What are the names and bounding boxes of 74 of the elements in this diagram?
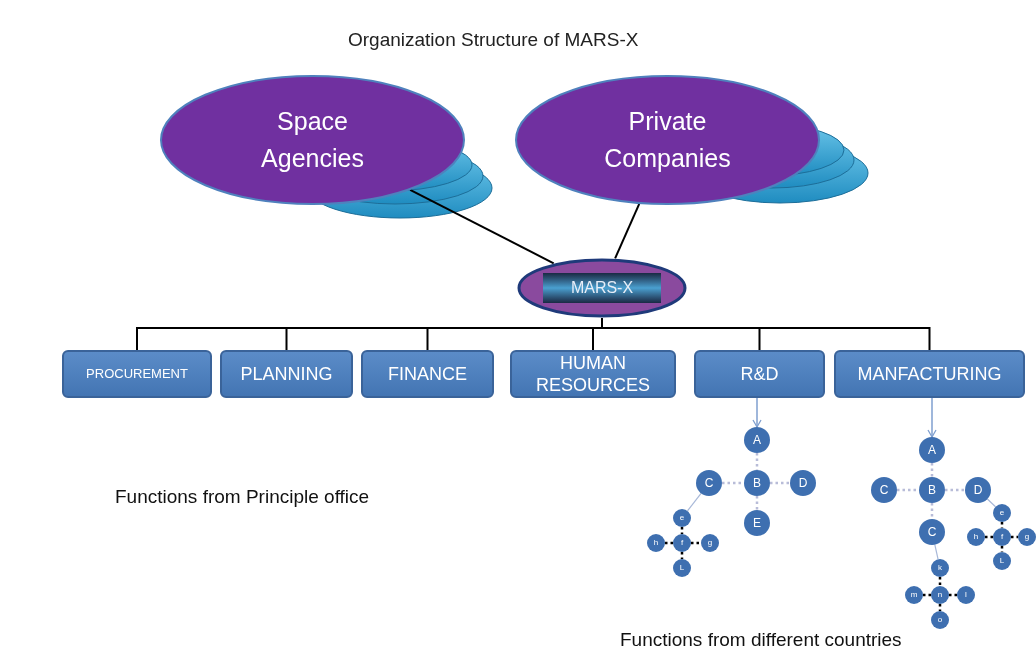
node-label: Space Agencies <box>260 106 365 174</box>
node-label: R&D <box>740 363 779 385</box>
caption-text: Functions from Principle office <box>115 485 370 509</box>
dotted-connector <box>755 453 759 470</box>
node-label: A <box>928 442 936 459</box>
node-label: HUMAN RESOURCES <box>535 352 651 396</box>
department-box <box>834 350 1025 398</box>
dotted-connector <box>1011 535 1018 539</box>
node-label: f <box>1000 531 1004 543</box>
arrow <box>927 397 937 438</box>
node-label: A <box>753 432 761 449</box>
node-label: l <box>965 589 967 601</box>
node-label: C <box>704 475 714 492</box>
dotted-connector <box>923 593 931 597</box>
dotted-connector <box>722 481 744 485</box>
node-label: h <box>653 537 659 549</box>
node-label: m <box>910 589 918 601</box>
connector-line <box>934 544 939 560</box>
node-label: D <box>798 475 808 492</box>
node-label: D <box>973 482 983 499</box>
connector-line <box>986 498 997 508</box>
arrow <box>752 397 762 428</box>
dotted-connector <box>755 496 759 510</box>
node-label: g <box>1024 531 1030 543</box>
node-label: C <box>927 524 937 541</box>
dotted-connector <box>938 577 942 586</box>
node-label: e <box>679 512 685 524</box>
node-label: Private Companies <box>603 106 732 174</box>
connector-line <box>601 317 931 351</box>
node-label: g <box>707 537 713 549</box>
dotted-connector <box>930 463 934 477</box>
dotted-connector <box>691 541 701 545</box>
dotted-connector <box>985 535 993 539</box>
ellipse-node <box>517 258 687 318</box>
connector-line <box>409 188 555 265</box>
ellipse-node <box>515 75 820 205</box>
node-label: e <box>999 507 1005 519</box>
department-box <box>220 350 353 398</box>
node-label: PROCUREMENT <box>86 365 188 383</box>
dotted-connector <box>949 593 957 597</box>
node-label: n <box>937 589 943 601</box>
department-box <box>694 350 825 398</box>
ellipse-node <box>160 75 465 205</box>
node-label: PLANNING <box>240 363 333 385</box>
node-label: E <box>753 515 761 532</box>
node-label: MANFACTURING <box>857 363 1002 385</box>
node-label: B <box>928 482 936 499</box>
department-box <box>361 350 494 398</box>
dotted-connector <box>945 488 965 492</box>
node-label: MARS-X <box>570 278 634 298</box>
dotted-connector <box>897 488 919 492</box>
node-label: k <box>938 562 942 574</box>
department-box <box>62 350 212 398</box>
dotted-connector <box>770 481 790 485</box>
dotted-connector <box>1000 522 1004 528</box>
node-label: FINANCE <box>388 363 467 385</box>
dotted-connector <box>680 527 684 534</box>
dotted-connector <box>665 541 673 545</box>
connector-line <box>686 492 702 512</box>
node-label: C <box>879 482 889 499</box>
node-label: f <box>680 537 684 549</box>
dotted-connector <box>930 503 934 519</box>
dotted-connector <box>938 604 942 611</box>
node-label: o <box>937 614 943 626</box>
caption-text: Functions from different countries <box>620 628 902 652</box>
node-label: B <box>753 475 761 492</box>
node-label: L <box>679 562 685 574</box>
connector-line <box>614 202 641 260</box>
node-label: L <box>999 555 1005 567</box>
dotted-connector <box>680 552 684 559</box>
dotted-connector <box>1000 546 1004 552</box>
diagram-title: Organization Structure of MARS-X <box>348 28 639 52</box>
node-label: h <box>973 531 979 543</box>
department-box <box>510 350 676 398</box>
